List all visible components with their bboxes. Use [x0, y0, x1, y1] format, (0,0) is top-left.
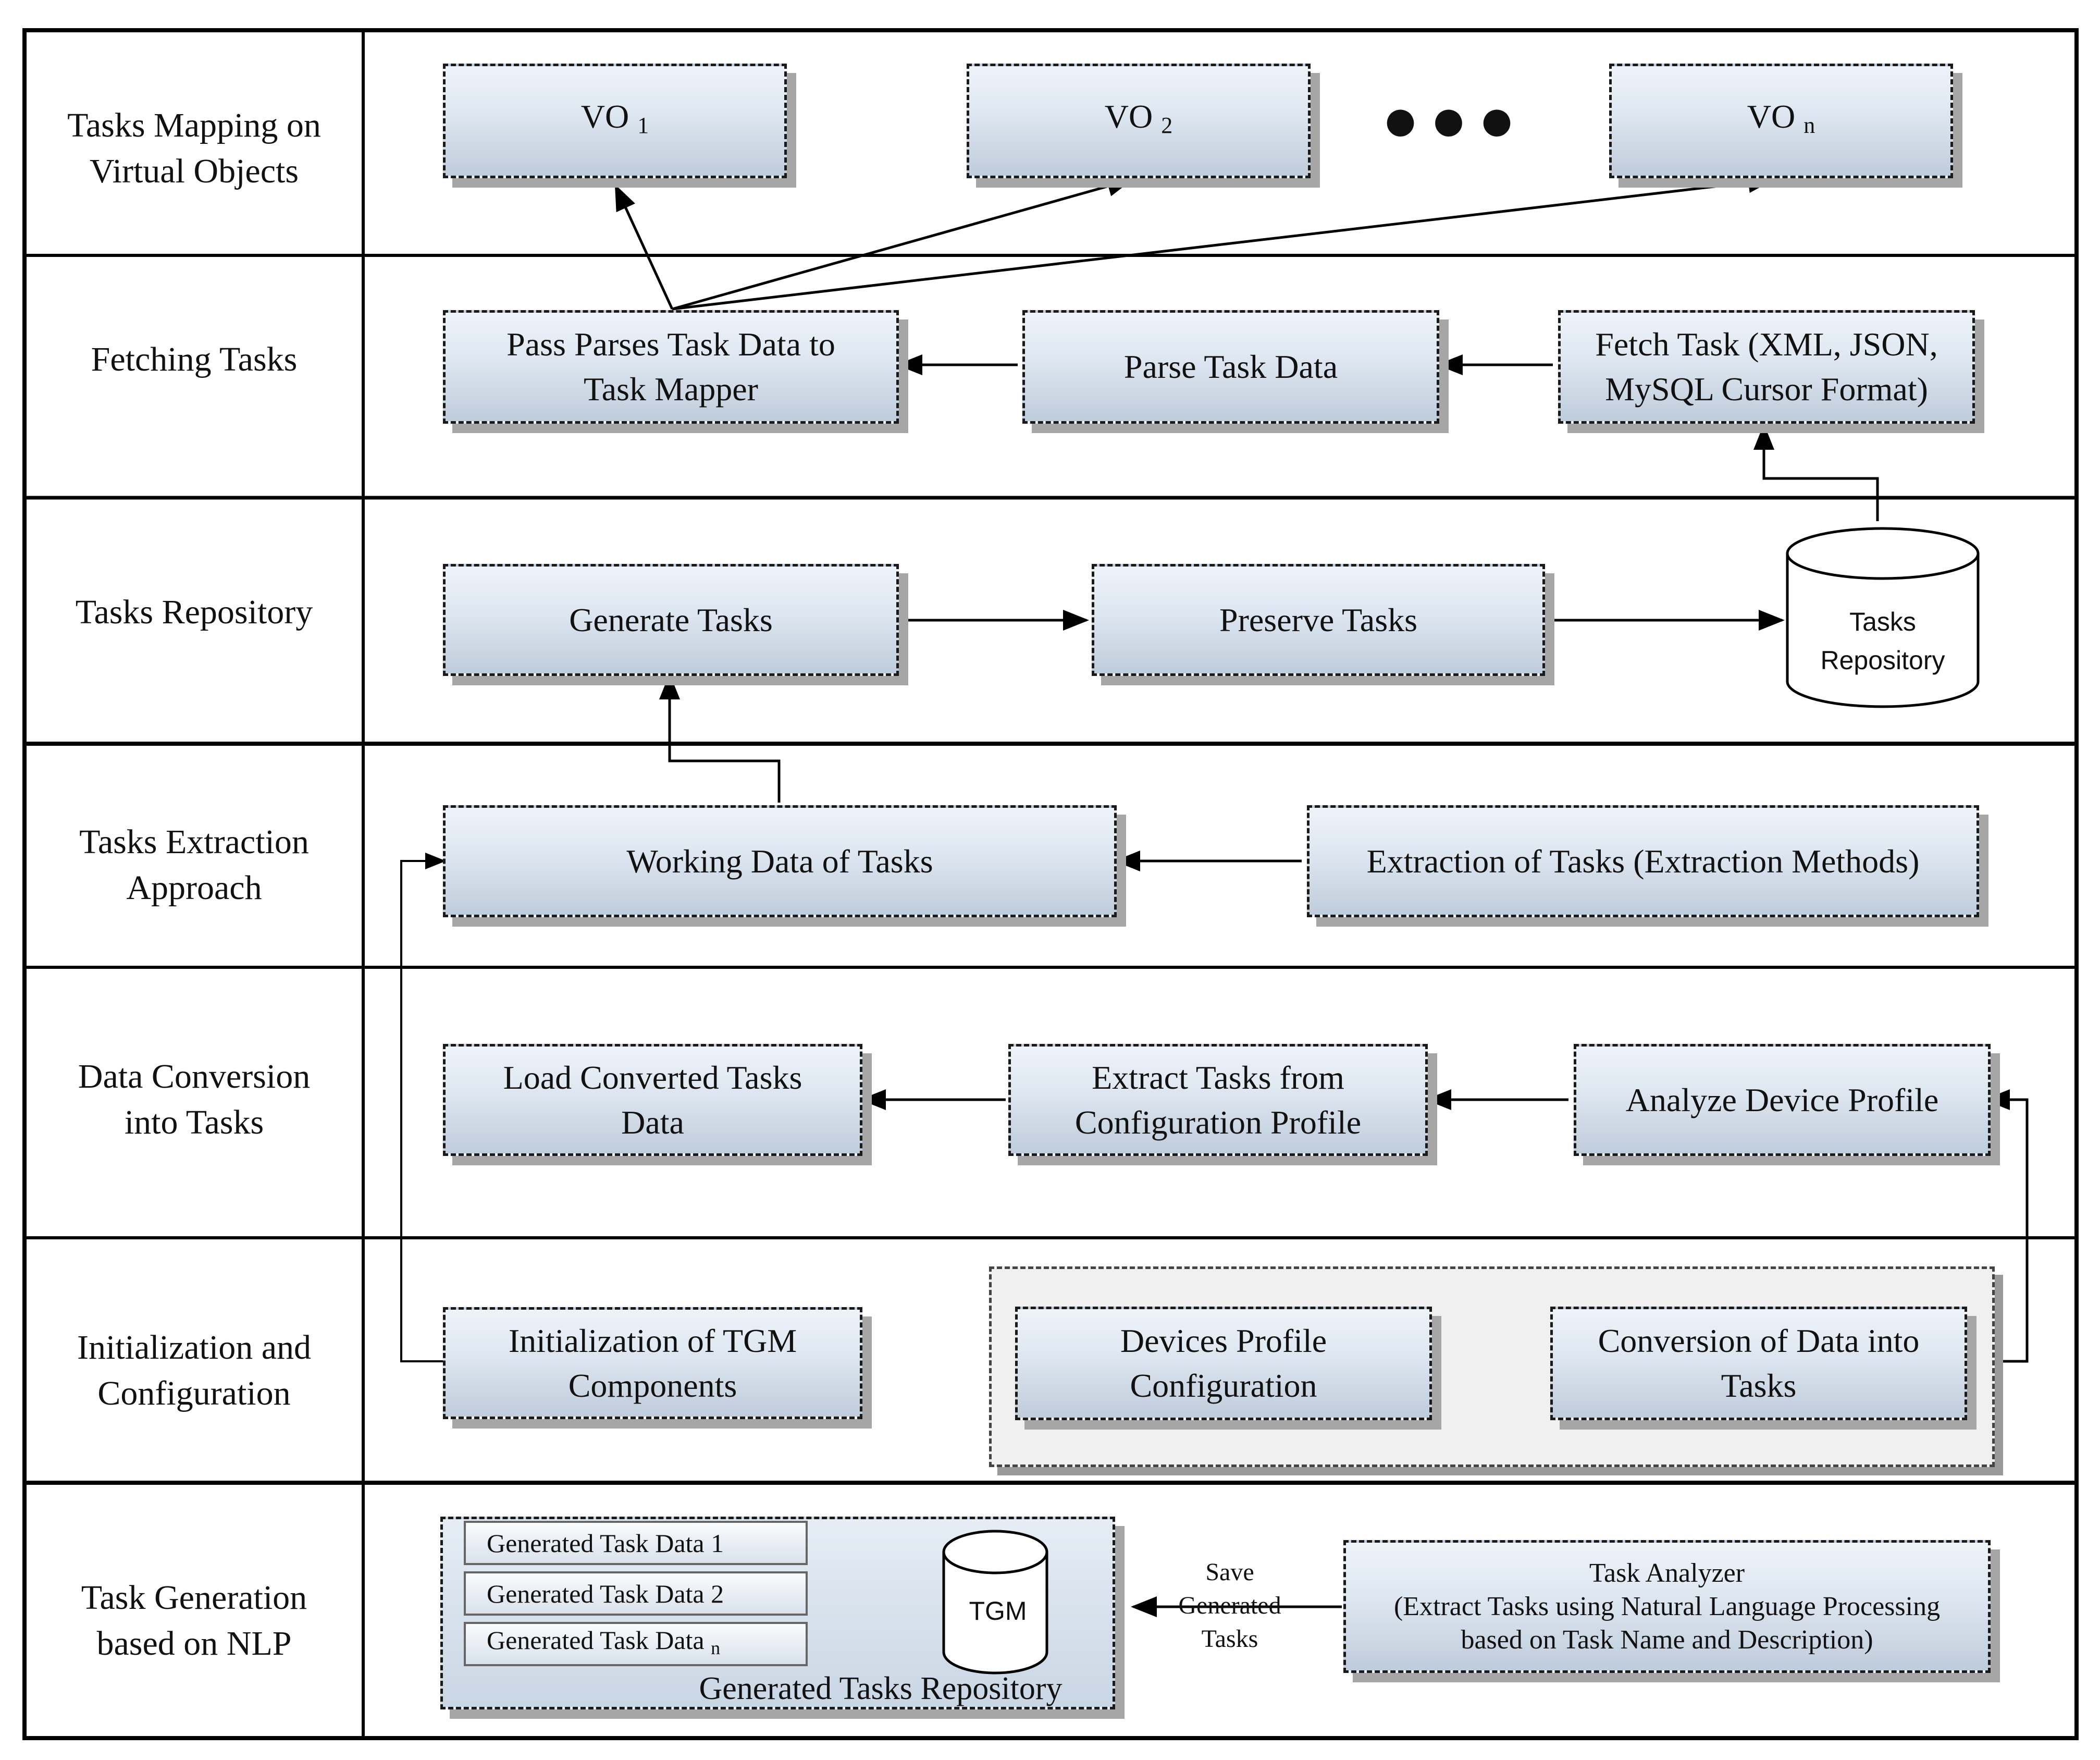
save-note-line-2: Generated: [1178, 1592, 1281, 1619]
load-converted-line-2: Data: [621, 1103, 684, 1141]
devices-profile-line-2: Configuration: [1130, 1367, 1317, 1404]
load-converted-box: Load Converted Tasks Data: [443, 1044, 862, 1156]
save-note-line-1: Save: [1205, 1558, 1254, 1586]
stage-label-repository: Tasks Repository: [31, 586, 357, 638]
tasks-repository-db-label-1: Tasks: [1849, 607, 1916, 636]
parse-task-data-box: Parse Task Data: [1022, 310, 1439, 424]
generated-task-data-2: Generated Task Data 2: [464, 1571, 808, 1616]
vo2-label: VO: [1104, 97, 1153, 135]
vo1-box: VO 1: [443, 64, 787, 178]
stage-label-generation: Task Generation based on NLP: [31, 1569, 357, 1673]
table-grid: [22, 28, 2079, 1740]
pass-parses-box: Pass Parses Task Data to Task Mapper: [443, 310, 899, 424]
init-tgm-line-2: Components: [568, 1367, 737, 1404]
conversion-data-box: Conversion of Data into Tasks: [1550, 1307, 1967, 1420]
arrow-to-vo2: [672, 176, 1133, 311]
save-note-line-3: Tasks: [1201, 1625, 1258, 1653]
generated-task-data-n-label: Generated Task Data: [487, 1626, 705, 1655]
generated-task-data-1: Generated Task Data 1: [464, 1521, 808, 1565]
task-analyzer-box: Task Analyzer (Extract Tasks using Natur…: [1343, 1540, 1991, 1673]
generate-tasks-label: Generate Tasks: [569, 601, 773, 638]
working-data-label: Working Data of Tasks: [626, 842, 933, 880]
vo1-label: VO: [580, 97, 629, 135]
arrows: [400, 172, 2029, 1617]
arrow-working-to-generate: [659, 673, 781, 803]
ellipsis-dots: ●●●: [1381, 85, 1526, 154]
preserve-tasks-box: Preserve Tasks: [1092, 564, 1545, 676]
extract-config-line-2: Configuration Profile: [1074, 1103, 1362, 1141]
parse-task-data-label: Parse Task Data: [1123, 348, 1338, 385]
stage-label-conversion: Data Conversion into Tasks: [31, 1048, 357, 1152]
preserve-tasks-label: Preserve Tasks: [1219, 601, 1418, 638]
von-subscript: n: [1803, 112, 1815, 138]
devices-profile-box: Devices Profile Configuration: [1015, 1307, 1432, 1420]
task-analyzer-line-1: Task Analyzer: [1589, 1558, 1745, 1588]
stage-label-fetching: Fetching Tasks: [31, 334, 357, 386]
task-analyzer-line-2: (Extract Tasks using Natural Language Pr…: [1393, 1591, 1941, 1621]
generated-task-data-1-label: Generated Task Data 1: [487, 1528, 724, 1558]
tasks-repository-db: [1786, 527, 1980, 708]
generated-task-data-2-label: Generated Task Data 2: [487, 1579, 724, 1608]
fetch-task-line-2: MySQL Cursor Format): [1605, 371, 1928, 408]
fetch-task-line-1: Fetch Task (XML, JSON,: [1595, 326, 1938, 363]
pass-parses-line-2: Task Mapper: [584, 371, 758, 408]
tasks-repository-db-label-2: Repository: [1821, 646, 1945, 675]
extraction-methods-label: Extraction of Tasks (Extraction Methods): [1366, 842, 1920, 880]
generated-task-data-n-subscript: n: [711, 1638, 721, 1658]
generated-task-data-n: Generated Task Data n: [464, 1622, 808, 1666]
stage-label-extraction: Tasks Extraction Approach: [31, 813, 357, 917]
arrow-to-vo1: [614, 184, 674, 310]
extract-config-line-1: Extract Tasks from: [1092, 1059, 1344, 1096]
generate-tasks-box: Generate Tasks: [443, 564, 899, 676]
stage-extraction-text: Tasks Extraction Approach: [79, 823, 309, 907]
vo2-box: VO 2: [967, 64, 1311, 178]
tgm-db: TGM: [942, 1530, 1048, 1675]
stage-conversion-text: Data Conversion into Tasks: [78, 1057, 311, 1141]
stage-generation-text: Task Generation based on NLP: [81, 1579, 307, 1663]
arrow-to-von: [672, 172, 1774, 311]
von-label: VO: [1747, 97, 1796, 135]
arrow-db-to-fetch: [1753, 424, 1879, 521]
stage-fetching-text: Fetching Tasks: [91, 340, 298, 378]
fetch-task-box: Fetch Task (XML, JSON, MySQL Cursor Form…: [1558, 310, 1975, 424]
devices-profile-line-1: Devices Profile: [1120, 1322, 1327, 1359]
load-converted-line-1: Load Converted Tasks: [503, 1059, 802, 1096]
extract-config-box: Extract Tasks from Configuration Profile: [1008, 1044, 1428, 1156]
init-tgm-line-1: Initialization of TGM: [508, 1322, 797, 1359]
stage-label-mapping: Tasks Mapping on Virtual Objects: [31, 89, 357, 208]
tgm-db-label: TGM: [969, 1596, 1027, 1626]
vo2-subscript: 2: [1161, 112, 1173, 138]
pass-parses-line-1: Pass Parses Task Data to: [507, 326, 835, 363]
stage-initialization-text: Initialization and Configuration: [77, 1328, 311, 1412]
stage-mapping-text: Tasks Mapping on Virtual Objects: [67, 106, 321, 190]
task-analyzer-line-3: based on Task Name and Description): [1461, 1624, 1873, 1655]
save-generated-tasks-note: Save Generated Tasks: [1159, 1556, 1300, 1660]
analyze-device-box: Analyze Device Profile: [1574, 1044, 1991, 1156]
analyze-device-label: Analyze Device Profile: [1625, 1081, 1939, 1118]
init-tgm-box: Initialization of TGM Components: [443, 1307, 862, 1419]
conversion-data-line-2: Tasks: [1721, 1367, 1797, 1404]
arrow-init-to-working: [400, 853, 446, 1362]
generated-tasks-repository-label: Generated Tasks Repository: [699, 1671, 1063, 1706]
working-data-box: Working Data of Tasks: [443, 805, 1117, 917]
vo1-subscript: 1: [637, 112, 649, 138]
stage-label-initialization: Initialization and Configuration: [31, 1319, 357, 1423]
von-box: VO n: [1609, 64, 1953, 178]
extraction-methods-box: Extraction of Tasks (Extraction Methods): [1307, 805, 1979, 917]
stage-repository-text: Tasks Repository: [75, 593, 313, 631]
conversion-data-line-1: Conversion of Data into: [1598, 1322, 1920, 1359]
